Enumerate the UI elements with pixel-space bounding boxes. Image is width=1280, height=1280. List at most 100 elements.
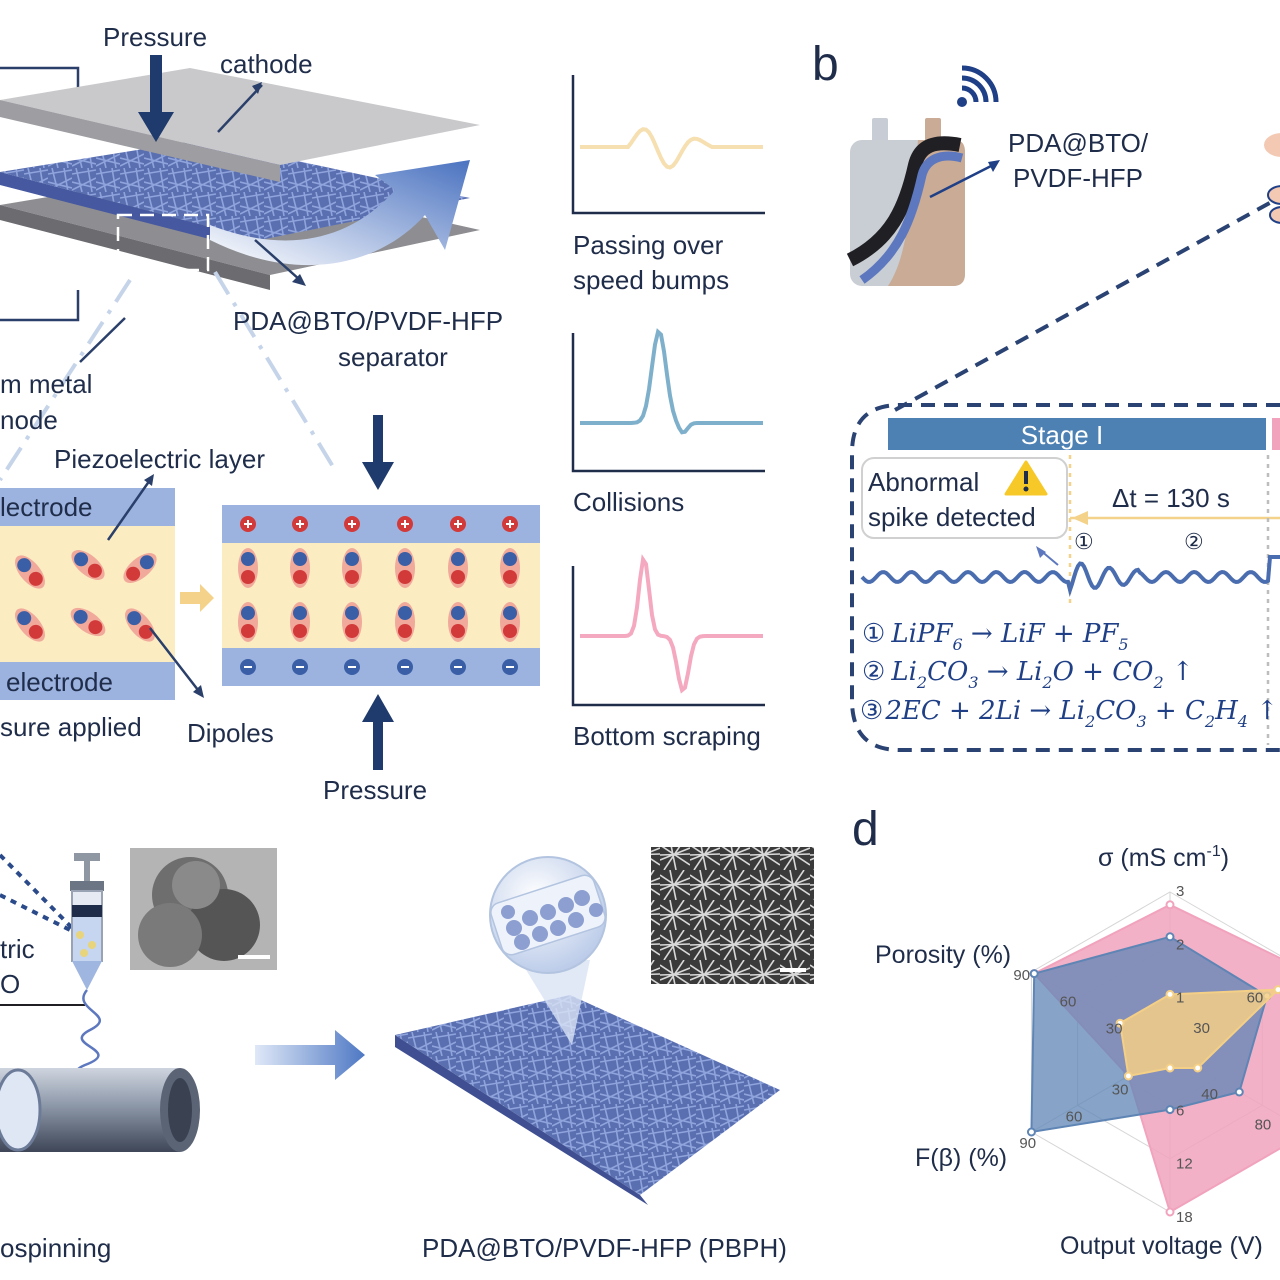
radar-tick: 60 — [1247, 989, 1264, 1006]
dipole — [238, 602, 258, 642]
dipole — [71, 550, 105, 580]
pressure-label-bottom: Pressure — [323, 775, 427, 805]
dipole — [125, 608, 155, 642]
electrode-top-label: lectrode — [0, 492, 93, 522]
alert-label-line2: spike detected — [868, 502, 1036, 532]
svg-text:③2EC + 2Li → Li2CO3 + C2H4 ↑: ③2EC + 2Li → Li2CO3 + C2H4 ↑ — [860, 696, 1278, 731]
stage-bar — [888, 418, 1266, 450]
dipole-group-pressed — [238, 548, 520, 642]
warning-icon — [1004, 460, 1048, 496]
dipoles-label: Dipoles — [187, 718, 274, 748]
magnifier-bubble — [489, 856, 607, 1045]
piezo-cell-pressed — [222, 505, 540, 686]
signal-plot-bottom-scraping — [571, 554, 765, 707]
radar-tick: 30 — [1112, 1082, 1129, 1099]
material-label-line1: PDA@BTO/ — [1008, 128, 1149, 158]
pressure-arrow-top — [138, 55, 174, 142]
stage-label: Stage I — [1021, 420, 1103, 450]
signal-label-bottom-scraping: Bottom scraping — [573, 721, 761, 751]
process-arrow — [255, 1030, 365, 1080]
dipole — [395, 548, 415, 588]
axis-label-fbeta: F(β) (%) — [915, 1144, 1007, 1172]
radar-tick: 40 — [1201, 1086, 1218, 1103]
abnormal-signal-trace — [860, 555, 1280, 597]
dipole — [70, 607, 106, 637]
dipole — [238, 548, 258, 588]
panel-d-letter: d — [852, 803, 879, 856]
pressure-arrow-down — [362, 415, 394, 490]
battery-stack — [0, 66, 480, 322]
positive-surface-charges — [240, 516, 518, 532]
dipole — [500, 548, 520, 588]
fiber-mat — [395, 995, 780, 1205]
radar-tick: 80 — [1255, 1117, 1272, 1134]
pressure-arrow-up — [362, 694, 394, 770]
signal-label-speed-bumps-2: speed bumps — [573, 265, 729, 295]
marker-2: ② — [1184, 529, 1204, 554]
cathode-label: cathode — [220, 49, 313, 79]
radar-tick: 30 — [1106, 1020, 1123, 1037]
zoom-outline — [850, 403, 1280, 752]
electrode-bottom-label: electrode — [6, 667, 113, 697]
piezo-cell-unpressed — [0, 488, 175, 700]
dipole — [290, 548, 310, 588]
marker-1: ① — [1074, 529, 1094, 554]
electric-label-partial: tric — [0, 934, 35, 964]
dipole — [123, 553, 157, 583]
axis-label-porosity: Porosity (%) — [875, 941, 1011, 969]
alert-label-line1: Abnormal — [868, 467, 979, 497]
dipole — [448, 602, 468, 642]
spinning-setup — [0, 853, 200, 1152]
panel-b-letter: b — [812, 38, 839, 91]
radar-tick: 1 — [1176, 990, 1184, 1007]
dipole — [500, 602, 520, 642]
big-curved-arrow — [210, 160, 470, 266]
dipole — [342, 602, 362, 642]
negative-surface-charges — [240, 659, 518, 675]
dipole — [15, 608, 45, 642]
signal-label-speed-bumps-1: Passing over — [573, 230, 724, 260]
radar-tick: 90 — [1013, 967, 1030, 984]
dipole — [15, 555, 45, 589]
separator-label-line2: separator — [338, 342, 448, 372]
anode-label-line2: node — [0, 405, 58, 435]
pouch-battery — [846, 118, 965, 286]
radar-tick: 90 — [1019, 1135, 1036, 1152]
delta-t-label: Δt = 130 s — [1112, 483, 1230, 513]
reaction-3: ③2EC + 2Li → Li2CO3 + C2H4 ↑ — [860, 696, 1278, 731]
signal-plot-speed-bumps — [571, 75, 765, 215]
piezo-layer-label: Piezoelectric layer — [54, 444, 265, 474]
radar-tick: 60 — [1066, 1108, 1083, 1125]
separator-label-line1: PDA@BTO/PVDF-HFP — [233, 306, 503, 336]
radar-tick: 60 — [1060, 994, 1077, 1011]
radar-tick: 30 — [1193, 1020, 1210, 1037]
axis-label-output: Output voltage (V) — [1060, 1232, 1263, 1260]
axis-label-sigma: σ (mS cm-1) — [1098, 843, 1229, 872]
wifi-icon — [957, 65, 999, 107]
no-pressure-label: sure applied — [0, 712, 142, 742]
dipole-group-unpressed — [15, 550, 157, 642]
sem-image — [651, 847, 814, 984]
radar-tick: 6 — [1176, 1102, 1184, 1119]
signal-plot-collisions — [571, 328, 765, 473]
o-label-partial: O — [0, 969, 20, 999]
signal-label-collisions: Collisions — [573, 487, 684, 517]
electrospinning-label: ospinning — [0, 1233, 111, 1263]
radar-tick: 3 — [1176, 883, 1184, 900]
dipole — [448, 548, 468, 588]
transition-arrow — [180, 584, 214, 612]
dipole — [342, 548, 362, 588]
dipole — [395, 602, 415, 642]
product-label: PDA@BTO/PVDF-HFP (PBPH) — [422, 1233, 787, 1263]
anode-label-line1: m metal — [0, 369, 92, 399]
pressure-label-top: Pressure — [103, 22, 207, 52]
radar-tick: 12 — [1176, 1156, 1193, 1173]
radar-tick: 2 — [1176, 936, 1184, 953]
radar-tick: 18 — [1176, 1209, 1193, 1226]
tem-image — [130, 848, 277, 970]
